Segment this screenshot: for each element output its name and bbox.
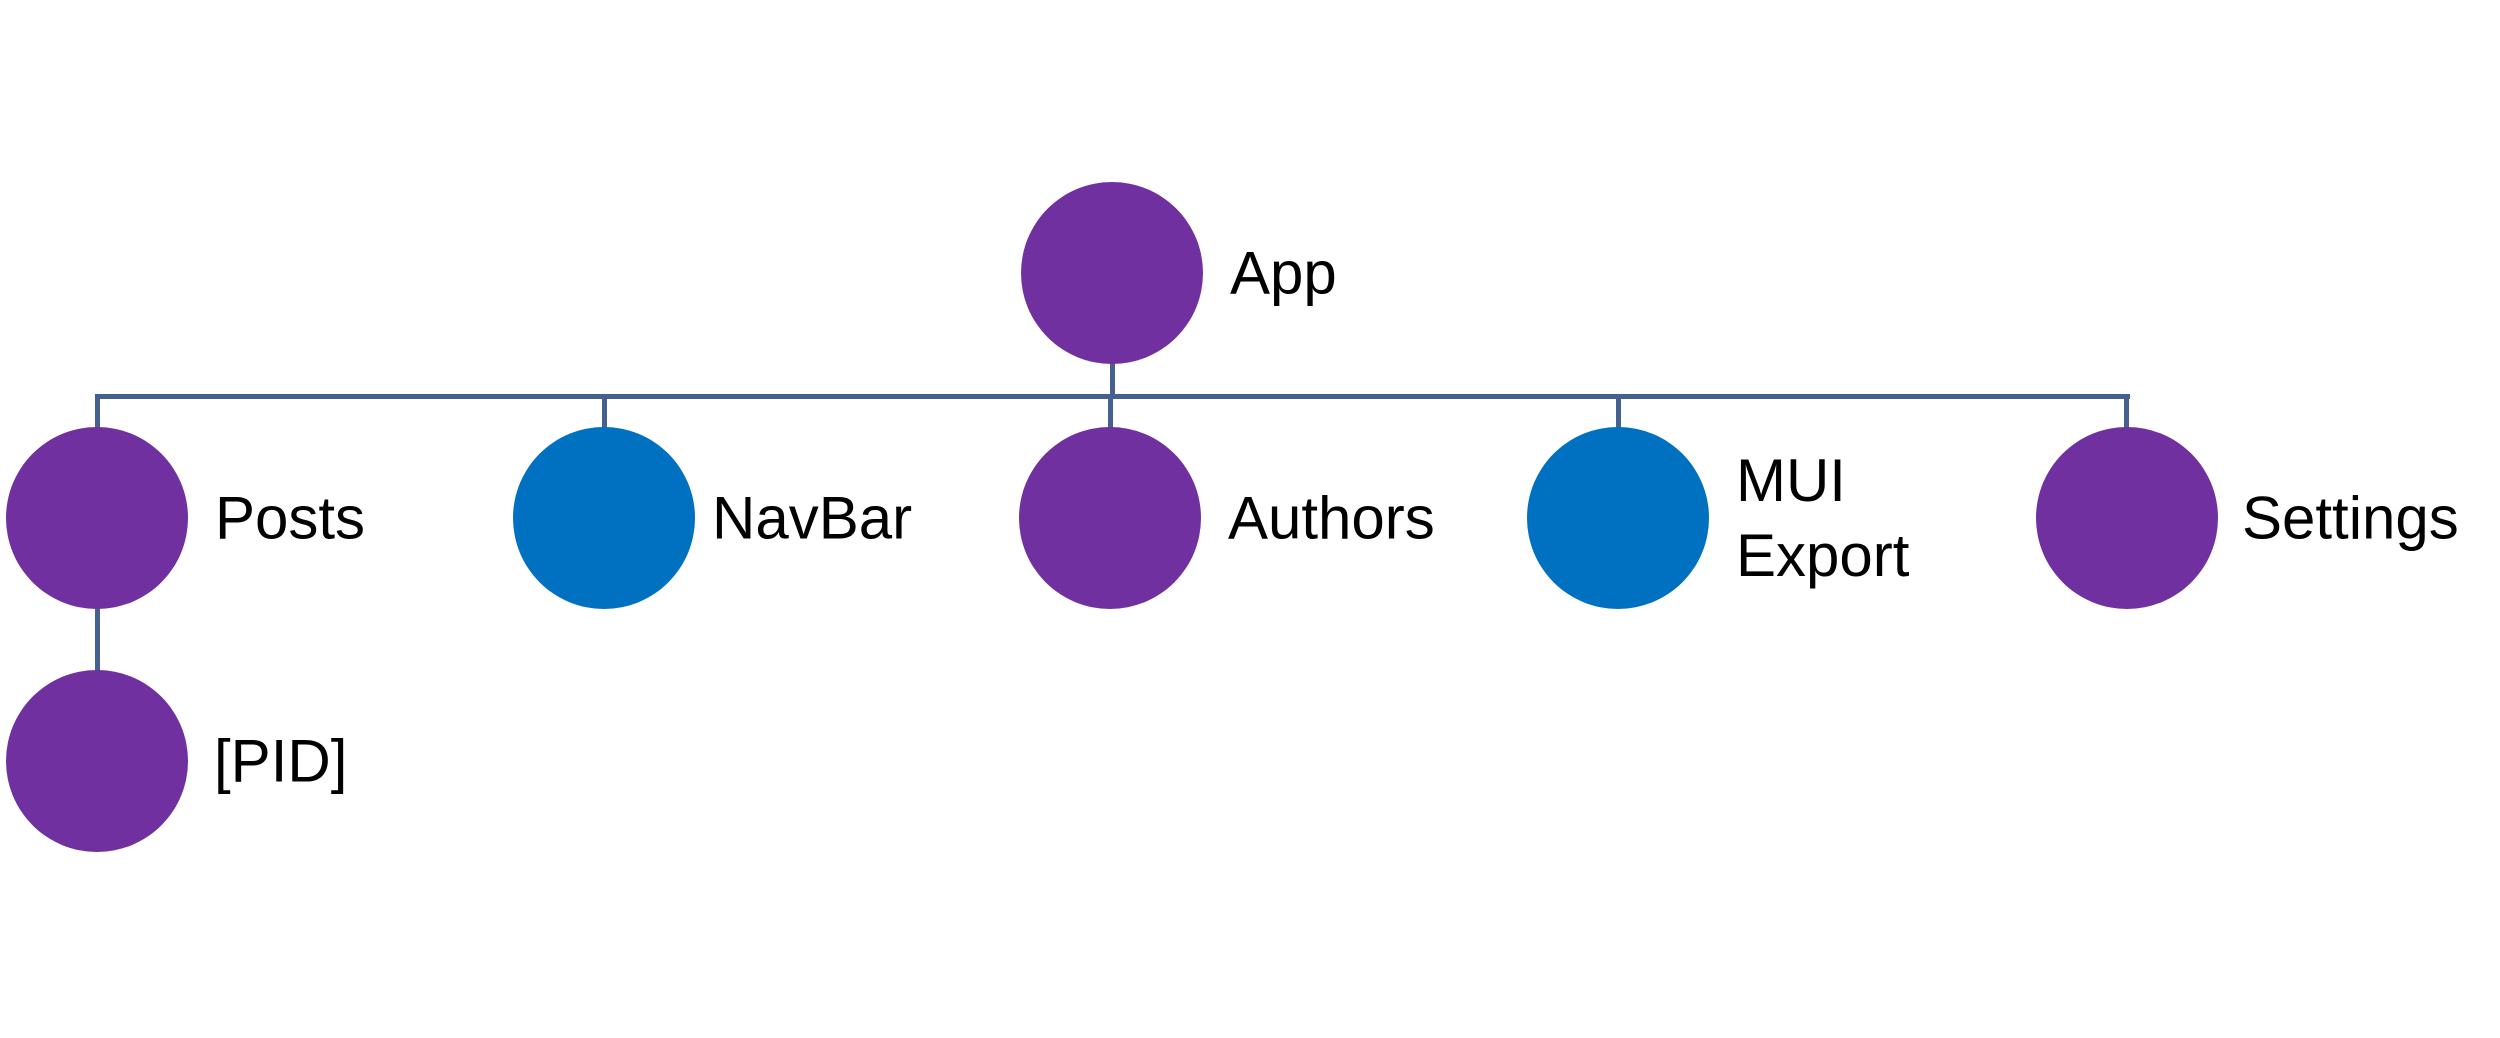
- rail-to-mui-export-connector: [1616, 397, 1621, 429]
- authors-label: Authors: [1228, 484, 1435, 552]
- pid-label: [PID]: [214, 727, 348, 795]
- posts-node: [6, 427, 188, 609]
- navbar-label: NavBar: [712, 484, 913, 552]
- rail-to-navbar-connector: [602, 397, 607, 429]
- rail-connector: [95, 394, 2130, 399]
- app-label: App: [1230, 239, 1337, 307]
- posts-to-pid-connector: [95, 606, 100, 672]
- navbar-node: [513, 427, 695, 609]
- mui-export-node: [1527, 427, 1709, 609]
- app-to-rail-connector: [1110, 362, 1115, 396]
- pid-node: [6, 670, 188, 852]
- rail-to-posts-connector: [95, 397, 100, 429]
- settings-label: Settings: [2242, 484, 2459, 552]
- authors-node: [1019, 427, 1201, 609]
- posts-label: Posts: [215, 484, 366, 552]
- app-node: [1021, 182, 1203, 364]
- rail-to-authors-connector: [1108, 397, 1113, 429]
- mui-export-label: MUI Export: [1736, 447, 1910, 589]
- rail-to-settings-connector: [2124, 397, 2129, 429]
- settings-node: [2036, 427, 2218, 609]
